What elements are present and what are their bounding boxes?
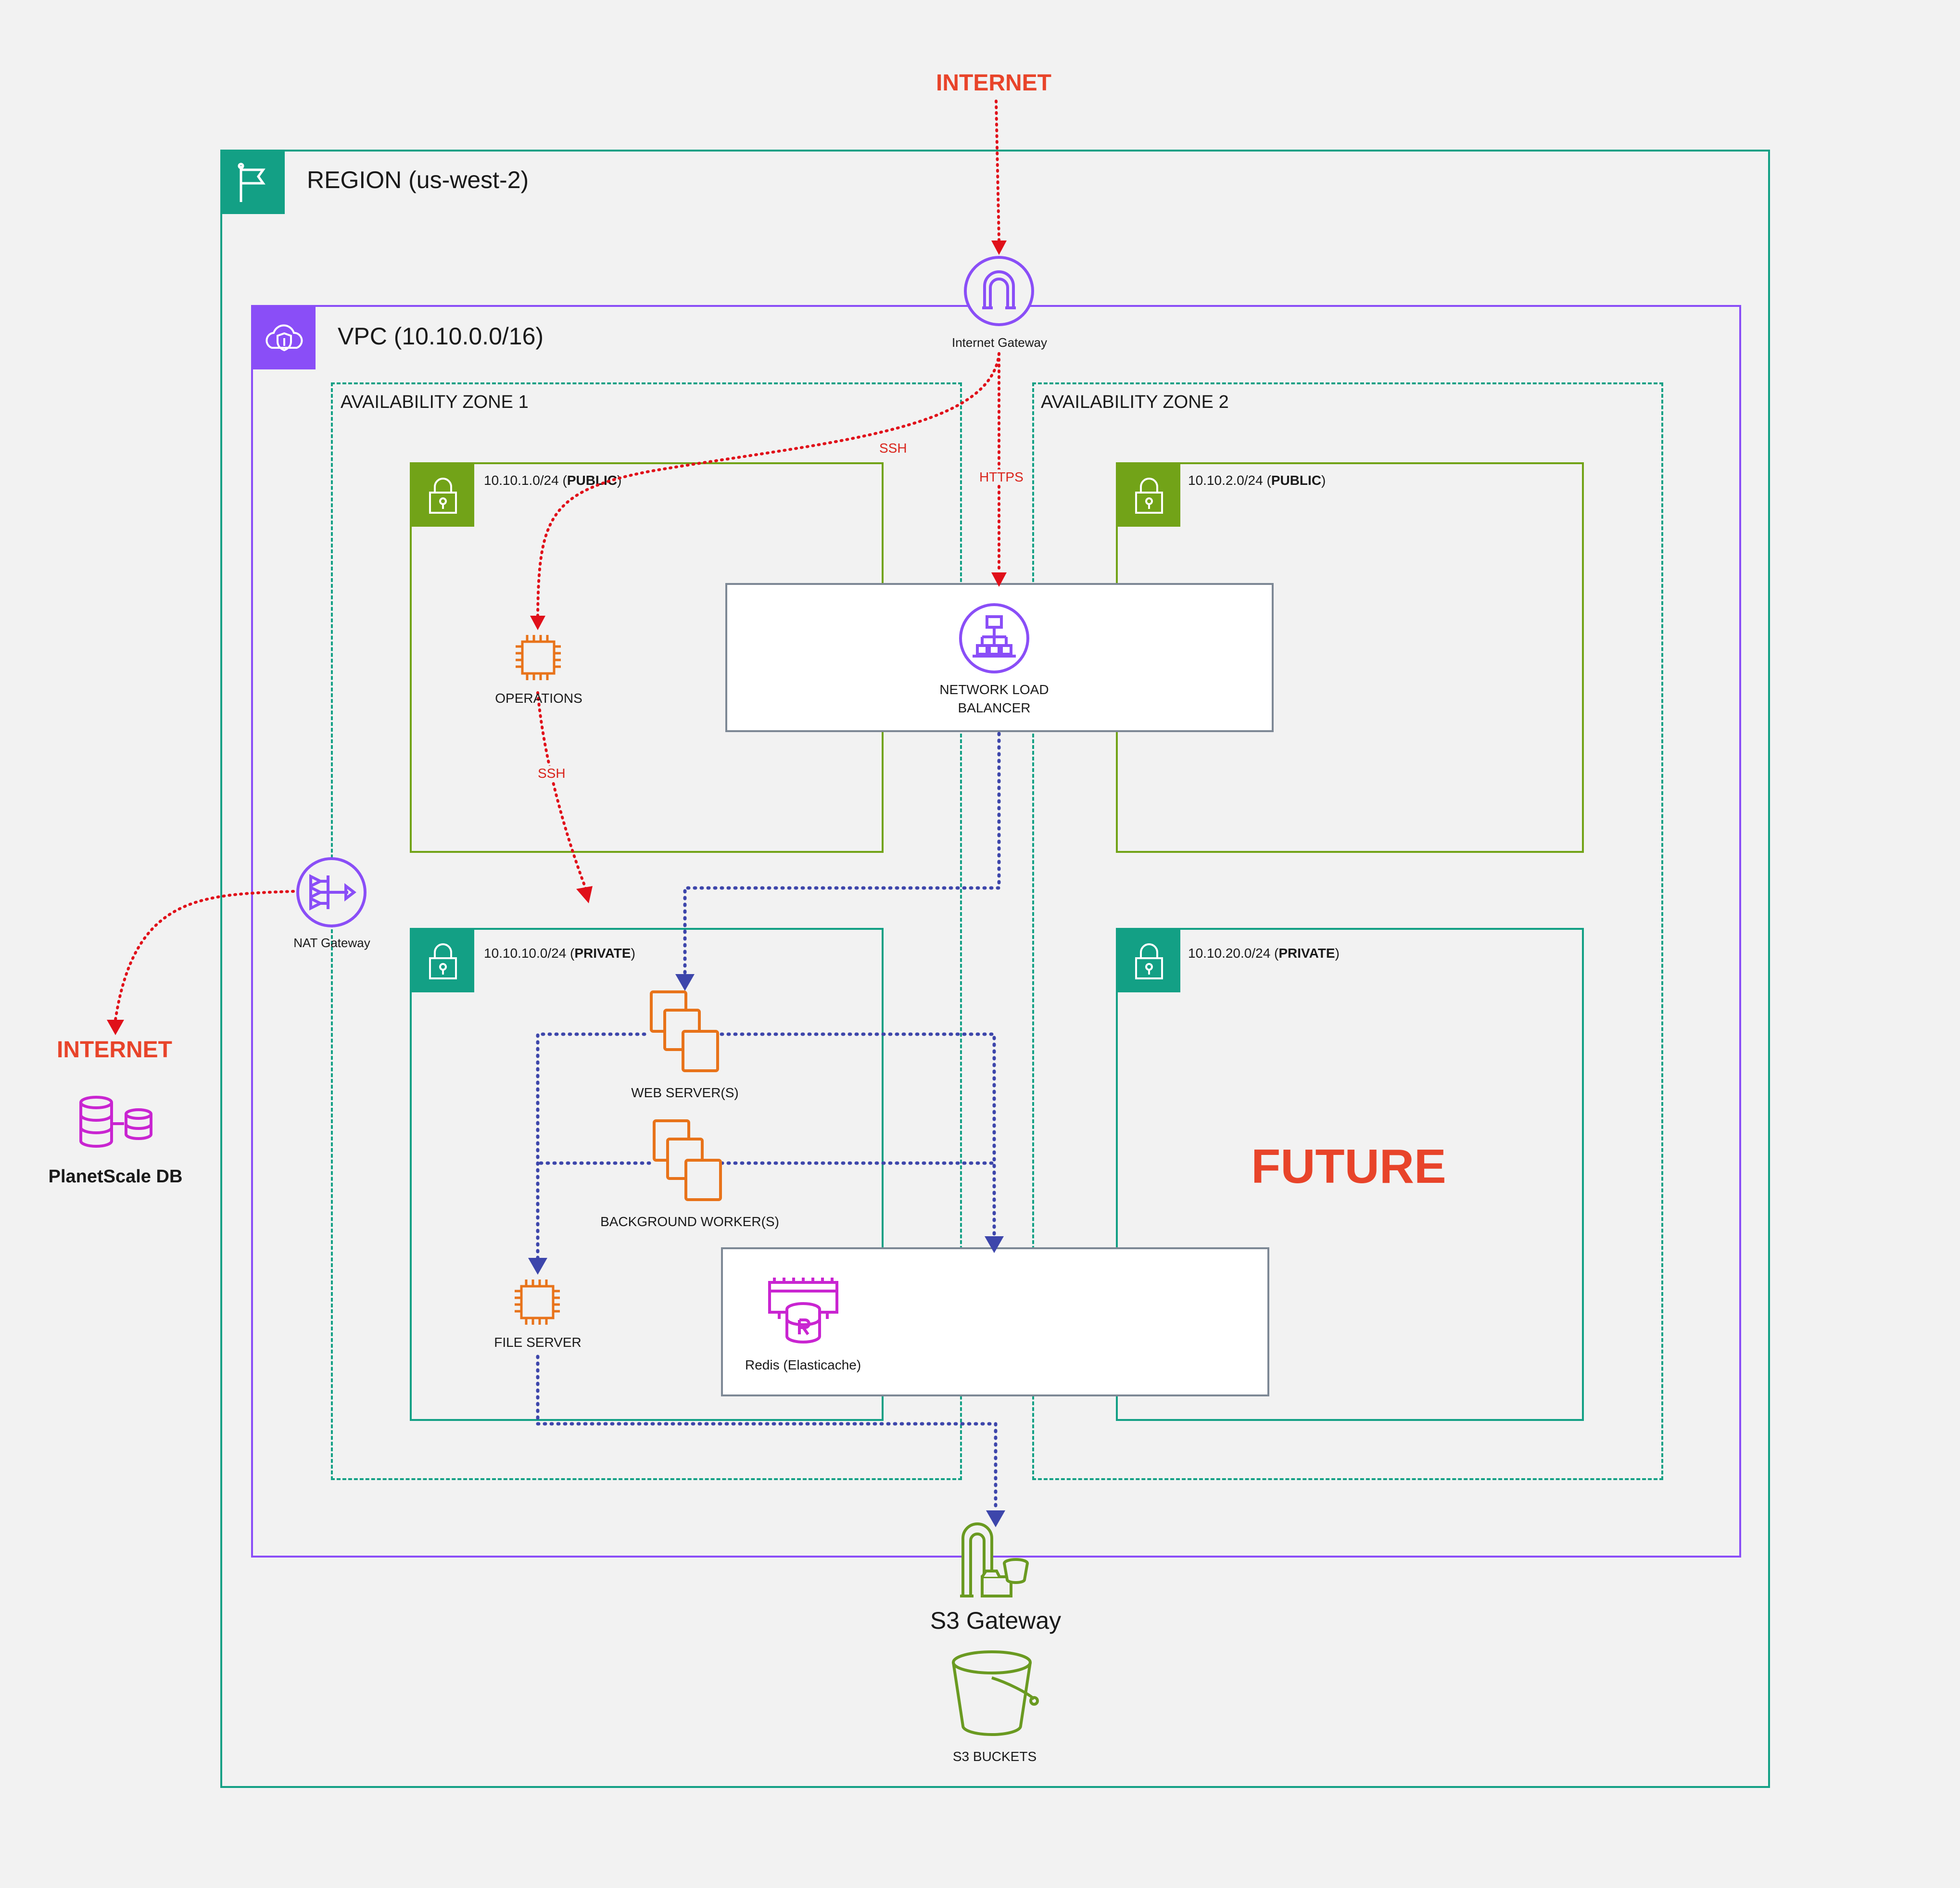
red-arrowheads bbox=[107, 241, 1007, 1035]
internet-gateway-icon[interactable] bbox=[963, 255, 1035, 327]
region-flag-icon bbox=[222, 152, 285, 214]
subnet-label-public-az2: 10.10.2.0/24 (PUBLIC) bbox=[1188, 473, 1326, 488]
background-workers-label: BACKGROUND WORKER(S) bbox=[600, 1214, 779, 1229]
region-label: REGION (us-west-2) bbox=[307, 166, 529, 193]
edge-web-to-redis bbox=[720, 1032, 996, 1238]
edge-operations-to-private-ssh bbox=[536, 691, 587, 890]
redis-label: Redis (Elasticache) bbox=[745, 1357, 861, 1372]
lock-icon bbox=[412, 930, 474, 992]
s3-gateway-icon[interactable] bbox=[958, 1519, 1035, 1601]
operations-label: OPERATIONS bbox=[495, 691, 582, 706]
nlb-label: NETWORK LOAD BALANCER bbox=[939, 682, 1049, 716]
blue-arrowheads bbox=[528, 974, 1005, 1527]
file-server-chip-icon[interactable] bbox=[511, 1276, 564, 1329]
edge-label-ssh-top: SSH bbox=[878, 441, 908, 456]
subnet-label-public-az1: 10.10.1.0/24 (PUBLIC) bbox=[484, 473, 622, 488]
edge-label-ssh-mid: SSH bbox=[537, 766, 567, 781]
planetscale-database-icon[interactable] bbox=[77, 1095, 156, 1153]
nat-gateway-icon[interactable] bbox=[295, 856, 367, 928]
web-servers-stack-icon[interactable] bbox=[647, 990, 724, 1077]
background-workers-stack-icon[interactable] bbox=[650, 1119, 727, 1205]
private-subnet-az2 bbox=[1116, 928, 1584, 1421]
availability-zone-1 bbox=[331, 382, 962, 1480]
web-servers-label: WEB SERVER(S) bbox=[631, 1085, 739, 1100]
network-load-balancer-box[interactable] bbox=[725, 583, 1274, 732]
internet-gateway-label: Internet Gateway bbox=[952, 335, 1047, 350]
redis-elasticache-icon bbox=[768, 1278, 838, 1343]
vpc-label: VPC (10.10.0.0/16) bbox=[338, 323, 544, 350]
az2-label: AVAILABILITY ZONE 2 bbox=[1041, 392, 1229, 412]
edge-nat-to-internet bbox=[114, 890, 295, 1021]
subnet-label-private-az1: 10.10.10.0/24 (PRIVATE) bbox=[484, 946, 635, 961]
operations-chip-icon[interactable] bbox=[512, 631, 565, 684]
planetscale-label: PlanetScale DB bbox=[48, 1166, 183, 1187]
s3-buckets-label: S3 BUCKETS bbox=[952, 1749, 1037, 1764]
edge-web-to-file bbox=[536, 1032, 646, 1260]
internet-top-label: INTERNET bbox=[936, 70, 1051, 96]
lock-icon bbox=[1118, 930, 1180, 992]
s3-gateway-label: S3 Gateway bbox=[930, 1607, 1062, 1634]
nlb-label-line2: BALANCER bbox=[958, 700, 1031, 715]
edge-internet-to-igw bbox=[995, 100, 1000, 242]
subnet-label-private-az2: 10.10.20.0/24 (PRIVATE) bbox=[1188, 946, 1340, 961]
edge-igw-to-operations-ssh bbox=[536, 352, 1000, 617]
nat-gateway-label: NAT Gateway bbox=[293, 936, 370, 950]
internet-left-label: INTERNET bbox=[57, 1037, 172, 1063]
edge-file-to-s3 bbox=[536, 1355, 998, 1512]
edge-nlb-to-web bbox=[683, 732, 1001, 976]
future-label: FUTURE bbox=[1251, 1140, 1446, 1193]
private-subnet-az1 bbox=[410, 928, 884, 1421]
file-server-label: FILE SERVER bbox=[494, 1335, 582, 1350]
vpc-cloud-icon bbox=[253, 307, 316, 369]
availability-zone-2 bbox=[1032, 382, 1663, 1480]
edge-label-https: HTTPS bbox=[978, 469, 1024, 485]
lock-icon bbox=[412, 464, 474, 527]
network-load-balancer-icon bbox=[959, 603, 1029, 673]
region-container bbox=[220, 150, 1770, 1788]
nlb-label-line1: NETWORK LOAD bbox=[939, 682, 1049, 697]
lock-icon bbox=[1118, 464, 1180, 527]
az1-label: AVAILABILITY ZONE 1 bbox=[341, 392, 529, 412]
s3-bucket-icon[interactable] bbox=[949, 1649, 1041, 1740]
public-subnet-az2 bbox=[1116, 462, 1584, 853]
